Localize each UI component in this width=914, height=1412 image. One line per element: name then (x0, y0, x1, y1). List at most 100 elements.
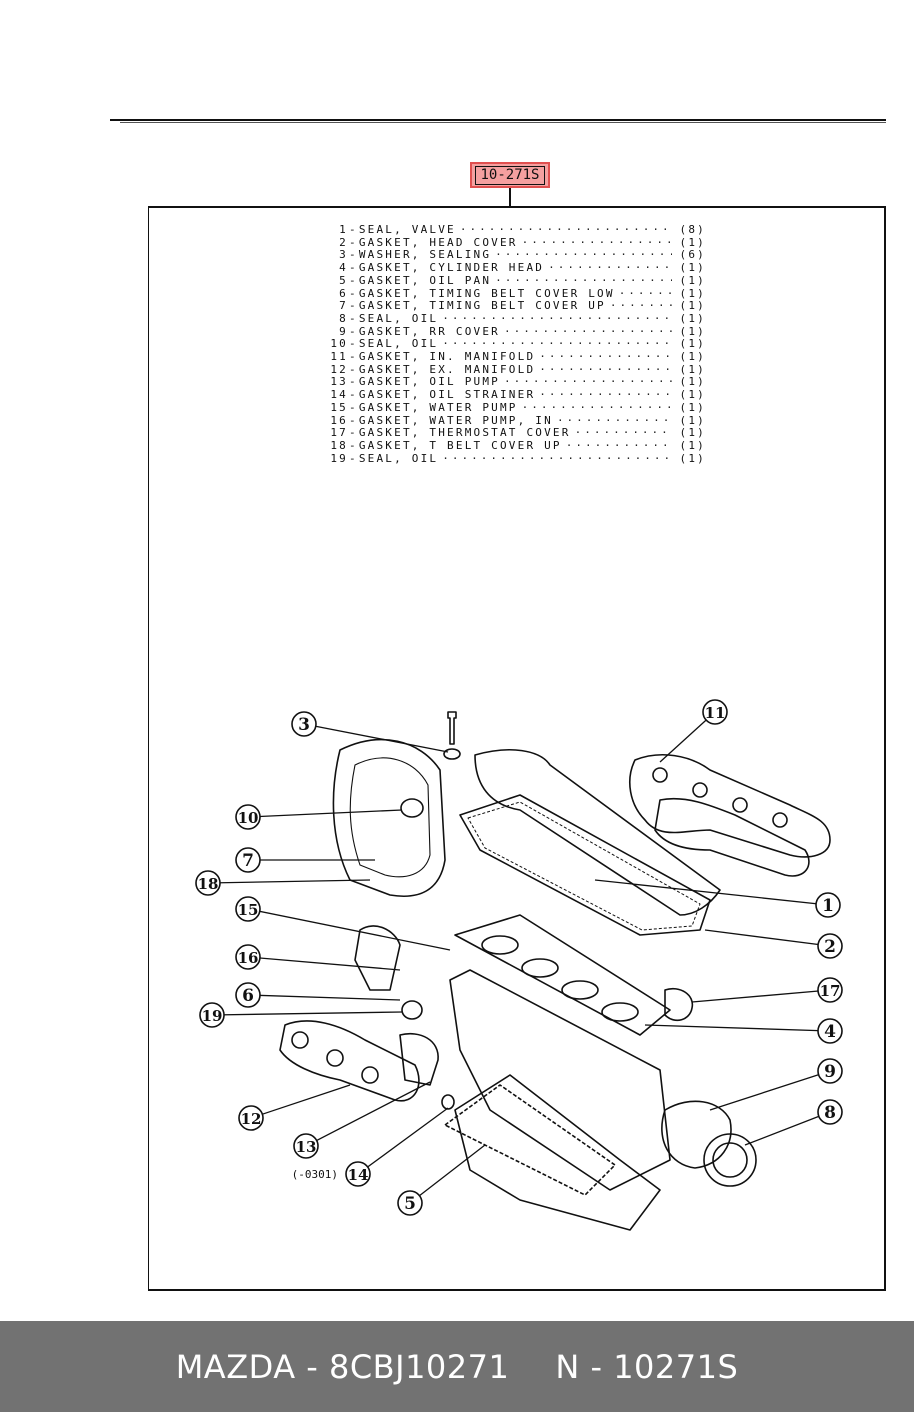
leader-dots (460, 224, 672, 237)
top-rule (110, 119, 886, 121)
sealing-washer-shape (443, 748, 461, 760)
callout-number: 19 (202, 1007, 223, 1025)
part-number: 9 (339, 324, 348, 338)
callout-14-note: (-0301) (292, 1168, 338, 1181)
part-name: GASKET, THERMOSTAT COVER (358, 426, 571, 440)
callout-leader-12 (250, 1084, 351, 1119)
callout-leader-18 (207, 879, 371, 884)
rear-cover-shape (661, 1100, 732, 1169)
parts-list-item: 12-GASKET, EX. MANIFOLD(1) (326, 363, 706, 377)
callout-10: 10 (235, 804, 261, 830)
callout-leader-1 (594, 879, 829, 906)
parts-list-item: 1-SEAL, VALVE(8) (326, 223, 706, 237)
callout-leader-3 (303, 723, 449, 753)
parts-list-item: 11-GASKET, IN. MANIFOLD(1) (326, 350, 706, 364)
callout-number: 16 (238, 949, 259, 967)
part-name: GASKET, OIL PAN (358, 273, 492, 287)
parts-list-item: 16-GASKET, WATER PUMP, IN(1) (326, 413, 706, 428)
part-dash: - (349, 388, 358, 402)
oil-pump-gasket-shape (399, 1033, 439, 1086)
part-number: 3 (339, 248, 348, 262)
oil-pan-shape (454, 1074, 661, 1231)
part-number: 13 (330, 375, 348, 389)
callout-leader-9 (709, 1070, 831, 1111)
callout-7: 7 (235, 847, 261, 873)
leader-dots (539, 364, 672, 377)
part-dash: - (349, 350, 358, 364)
callout-number: 17 (820, 982, 841, 1000)
callout-3: 3 (291, 711, 317, 737)
part-name: SEAL, OIL (358, 451, 439, 465)
callout-circle (235, 847, 261, 873)
callout-leader-14 (357, 1107, 449, 1175)
part-number: 4 (339, 261, 348, 275)
part-quantity: (1) (679, 286, 706, 300)
part-name: GASKET, T BELT COVER UP (358, 438, 562, 452)
part-number: 5 (339, 273, 348, 287)
callout-8: 8 (817, 1099, 843, 1125)
callout-circle (702, 699, 728, 725)
part-name: GASKET, TIMING BELT COVER LOW (358, 286, 615, 300)
parts-list-item: 4-GASKET, CYLINDER HEAD(1) (326, 261, 706, 275)
callout-19: 19 (199, 1002, 225, 1028)
callout-9: 9 (817, 1058, 843, 1084)
part-name: WASHER, SEALING (358, 248, 492, 262)
bolt-shape (447, 711, 457, 745)
leader-dots (539, 351, 672, 364)
parts-list-item: 19-SEAL, OIL(1) (326, 451, 706, 466)
part-quantity: (1) (679, 261, 706, 275)
part-quantity: (1) (679, 413, 706, 427)
part-quantity: (1) (679, 438, 706, 452)
thermostat-gasket-shape (664, 988, 694, 1022)
part-quantity: (1) (679, 388, 706, 402)
callout-leader-19 (211, 1011, 403, 1016)
callout-circle (199, 1002, 225, 1028)
part-number: 17 (330, 426, 348, 440)
parts-list-item: 13-GASKET, OIL PUMP(1) (326, 376, 706, 389)
footer-bar: MAZDA - 8CBJ10271 N - 10271S (0, 1321, 914, 1412)
part-name: GASKET, WATER PUMP (358, 400, 518, 414)
parts-list-item: 3-WASHER, SEALING (6) (326, 249, 706, 262)
part-dash: - (349, 400, 358, 414)
callout-circle (397, 1190, 423, 1216)
callout-number: 12 (241, 1110, 262, 1128)
cylinder-head-gasket-shape (454, 914, 671, 1036)
part-name: GASKET, CYLINDER HEAD (358, 261, 545, 275)
part-dash: - (349, 324, 358, 338)
part-quantity: (1) (679, 324, 706, 338)
callout-leader-16 (247, 956, 401, 971)
part-dash: - (349, 337, 358, 351)
intake-manifold-gasket-shape (629, 754, 831, 858)
part-number: 1 (339, 223, 348, 236)
part-number: 14 (330, 388, 348, 402)
part-quantity: (1) (679, 299, 706, 313)
callout-13: 13 (293, 1133, 319, 1159)
parts-list-item: 18-GASKET, T BELT COVER UP(1) (326, 438, 706, 453)
part-dash: - (349, 248, 358, 262)
part-number: 19 (330, 451, 348, 465)
oil-strainer-gasket-shape (441, 1094, 455, 1110)
engine-block-shape (449, 969, 671, 1191)
part-dash: - (349, 413, 358, 427)
footer-left-text: MAZDA - 8CBJ10271 (175, 1347, 510, 1386)
callout-number: 7 (242, 851, 254, 871)
top-rule-shadow (120, 122, 886, 123)
water-pump-gasket-shape (354, 925, 401, 991)
part-number: 16 (330, 413, 348, 427)
leader-dots (522, 237, 672, 250)
timing-belt-cover-shape (332, 738, 446, 897)
part-quantity: (1) (679, 350, 706, 364)
part-number: 8 (339, 311, 348, 325)
parts-list-item: 9-GASKET, RR COVER(1) (326, 324, 706, 339)
part-number-text: 10-271S (475, 165, 545, 185)
head-cover-shape (474, 749, 721, 916)
part-name: SEAL, VALVE (358, 223, 456, 236)
front-oil-seal-shape (400, 798, 424, 818)
parts-list-item: 8-SEAL, OIL(1) (326, 311, 706, 326)
part-name: GASKET, OIL STRAINER (358, 388, 536, 402)
callout-circle (235, 944, 261, 970)
part-quantity: (1) (679, 451, 706, 465)
part-quantity: (6) (679, 248, 706, 262)
callout-number: 8 (824, 1103, 836, 1123)
